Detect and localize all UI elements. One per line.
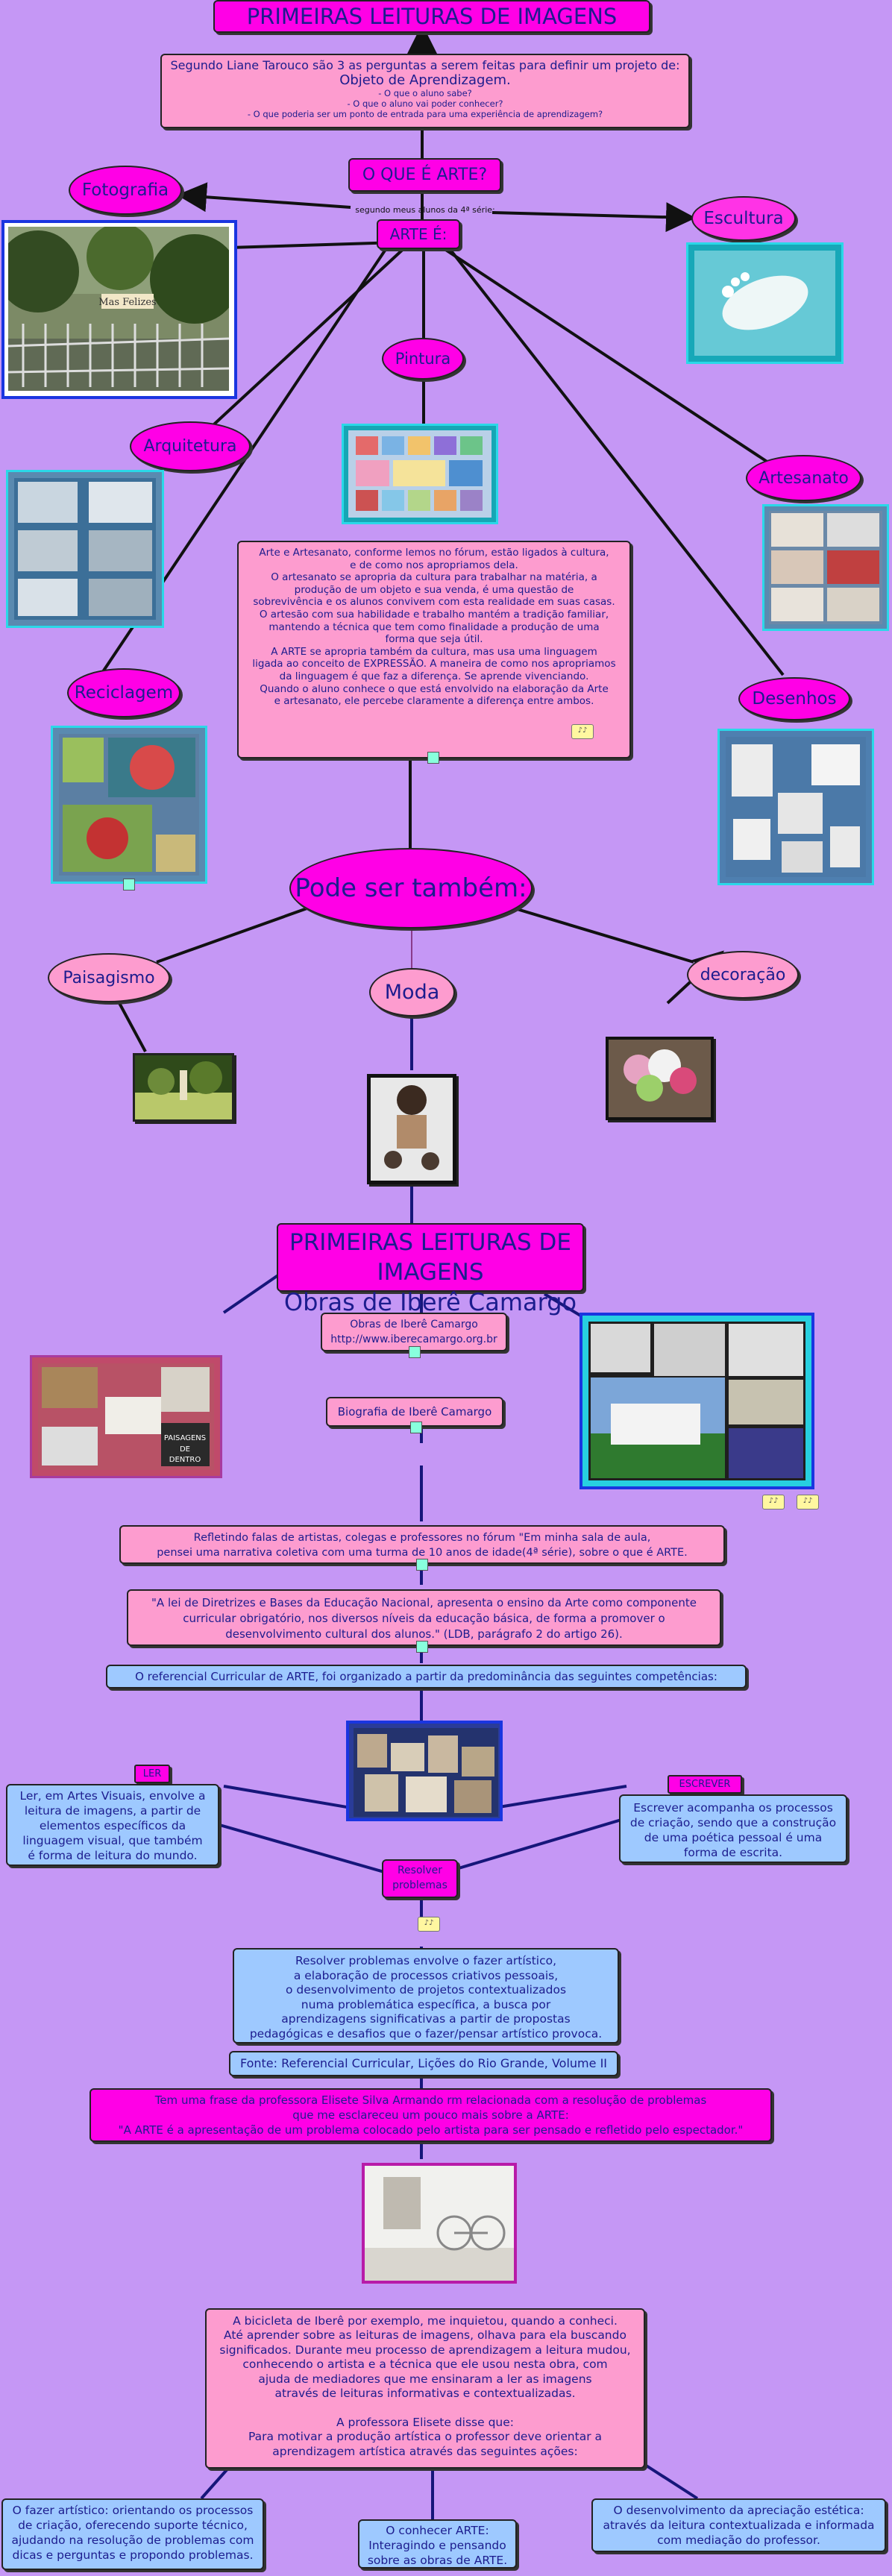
- fonte-box: Fonte: Referencial Curricular, Lições do…: [229, 2051, 618, 2076]
- quote-text: Tem uma frase da professora Elisete Silv…: [118, 2093, 744, 2137]
- ler-box: Ler, em Artes Visuais, envolve a leitura…: [6, 1784, 219, 1866]
- photo-reciclagem: [51, 726, 207, 884]
- photo-artesanato: [762, 504, 889, 631]
- quote-box: Tem uma frase da professora Elisete Silv…: [89, 2088, 772, 2142]
- artesanato-text: Arte e Artesanato, conforme lemos no fór…: [252, 547, 616, 708]
- photo-students-reading-art: [354, 1728, 498, 1817]
- ibere-title-line1: PRIMEIRAS LEITURAS DE IMAGENS: [289, 1229, 571, 1286]
- category-escultura: Escultura: [691, 196, 796, 241]
- photo-arquitetura-art: [14, 478, 156, 620]
- acao-apreciacao-text: O desenvolvimento da apreciação estética…: [603, 2504, 875, 2547]
- category-pintura: Pintura: [382, 338, 464, 380]
- photo-pintura-art: [348, 430, 491, 518]
- photo-decoracao-art: [609, 1040, 711, 1117]
- ibere-title: PRIMEIRAS LEITURAS DE IMAGENS Obras de I…: [277, 1223, 584, 1316]
- category-artesanato: Artesanato: [746, 455, 861, 501]
- ibere-title-line2: Obras de Iberê Camargo: [283, 1288, 577, 1316]
- photo-paisagismo: [133, 1053, 234, 1122]
- photo-bicicleta-art: [365, 2166, 514, 2281]
- what-is-art-node: O QUE É ARTE?: [348, 158, 501, 192]
- acao-fazer-text: O fazer artístico: orientando os process…: [11, 2504, 254, 2562]
- photo-fotografia: Mas Felizes: [1, 220, 237, 399]
- attachment-icon-4[interactable]: ♪♪: [418, 1917, 440, 1932]
- referencial-box: O referencial Curricular de ARTE, foi or…: [106, 1665, 747, 1688]
- link-icon-site[interactable]: [409, 1346, 421, 1358]
- ibere-site-box[interactable]: Obras de Iberê Camargo http://www.iberec…: [321, 1313, 507, 1351]
- svg-text:DE: DE: [180, 1445, 190, 1454]
- photo-fotografia-art: Mas Felizes: [4, 223, 234, 391]
- also-moda: Moda: [369, 968, 455, 1017]
- photo-bicicleta: [362, 2163, 517, 2284]
- attachment-icon-2[interactable]: ♪♪: [762, 1495, 785, 1510]
- photo-ibere-exhibition: PAISAGENS DE DENTRO: [30, 1355, 222, 1478]
- photo-arquitetura: [6, 470, 164, 628]
- resolver-box: Resolver problemas envolve o fazer artís…: [233, 1948, 619, 2043]
- ibere-site-title: Obras de Iberê Camargo: [350, 1319, 478, 1331]
- page-title: PRIMEIRAS LEITURAS DE IMAGENS: [213, 0, 650, 33]
- resolver-text: Resolver problemas envolve o fazer artís…: [249, 1954, 603, 2041]
- photo-escultura-art: [694, 251, 835, 356]
- photo-artesanato-art: [769, 511, 882, 624]
- photo-students-reading: [346, 1721, 503, 1821]
- attachment-icon-3[interactable]: ♪♪: [797, 1495, 819, 1510]
- resolver-tag: Resolver problemas: [382, 1859, 458, 1898]
- category-reciclagem: Reciclagem: [67, 668, 180, 717]
- ler-tag: LER: [134, 1765, 170, 1783]
- photo-caption: Mas Felizes: [98, 297, 156, 308]
- photo-reciclagem-art: [59, 734, 199, 876]
- photo-desenhos: [717, 729, 874, 885]
- link-icon-forum[interactable]: [416, 1559, 428, 1571]
- attachment-icon[interactable]: ♪♪: [571, 724, 594, 739]
- art-is-node: ARTE É:: [377, 219, 460, 249]
- bicicleta-box: A bicicleta de Iberê por exemplo, me inq…: [205, 2308, 645, 2469]
- escrever-text: Escrever acompanha os processos de criaç…: [629, 1801, 837, 1859]
- acao-conhecer-text: O conhecer ARTE: Interagindo e pensando …: [367, 2524, 508, 2567]
- intro-box: Segundo Liane Tarouco são 3 as perguntas…: [160, 54, 690, 128]
- intro-text: Segundo Liane Tarouco são 3 as perguntas…: [170, 58, 680, 72]
- photo-moda-art: [371, 1078, 453, 1181]
- ibere-site-url[interactable]: http://www.iberecamargo.org.br: [330, 1333, 497, 1345]
- acao-conhecer: O conhecer ARTE: Interagindo e pensando …: [358, 2519, 517, 2569]
- forum-reflection: Refletindo falas de artistas, colegas e …: [119, 1525, 725, 1564]
- also-decoracao: decoração: [687, 951, 799, 999]
- intro-questions: - O que o aluno sabe? - O que o aluno va…: [247, 88, 603, 119]
- link-icon-ldb[interactable]: [416, 1641, 428, 1653]
- photo-ibere-exhibition-art: PAISAGENS DE DENTRO: [38, 1363, 214, 1470]
- ldb-text: "A lei de Diretrizes e Bases da Educação…: [151, 1596, 697, 1641]
- photo-ibere-works-art: [588, 1322, 805, 1480]
- photo-ibere-works: [580, 1313, 814, 1489]
- category-fotografia: Fotografia: [69, 166, 182, 215]
- intro-emphasis: Objeto de Aprendizagem.: [339, 72, 511, 88]
- category-arquitetura: Arquitetura: [130, 421, 251, 471]
- escrever-tag: ESCREVER: [668, 1775, 742, 1794]
- ldb-box: "A lei de Diretrizes e Bases da Educação…: [127, 1589, 721, 1646]
- acao-fazer: O fazer artístico: orientando os process…: [1, 2498, 264, 2570]
- artesanato-text-box: Arte e Artesanato, conforme lemos no fór…: [237, 541, 631, 758]
- svg-text:PAISAGENS: PAISAGENS: [164, 1434, 206, 1442]
- photo-desenhos-art: [726, 737, 866, 877]
- ler-text: Ler, em Artes Visuais, envolve a leitura…: [19, 1789, 206, 1862]
- link-icon[interactable]: [427, 752, 439, 764]
- photo-paisagismo-art: [135, 1055, 232, 1119]
- resolver-tag-text: Resolver problemas: [392, 1865, 447, 1891]
- bicicleta-text: A bicicleta de Iberê por exemplo, me inq…: [219, 2314, 631, 2458]
- photo-pintura: [342, 424, 498, 524]
- escrever-box: Escrever acompanha os processos de criaç…: [619, 1794, 847, 1863]
- also-node: Pode ser também:: [289, 848, 533, 929]
- students-note: segundo meus alunos da 4ª série:: [355, 205, 495, 215]
- acao-apreciacao: O desenvolvimento da apreciação estética…: [591, 2498, 886, 2552]
- svg-text:DENTRO: DENTRO: [169, 1456, 201, 1464]
- photo-escultura: [686, 242, 844, 364]
- category-desenhos: Desenhos: [738, 677, 850, 720]
- also-paisagismo: Paisagismo: [48, 953, 170, 1002]
- photo-moda: [367, 1074, 456, 1184]
- forum-text: Refletindo falas de artistas, colegas e …: [157, 1532, 688, 1559]
- link-icon-bio[interactable]: [410, 1421, 422, 1433]
- link-icon-reciclagem[interactable]: [123, 879, 135, 890]
- photo-decoracao: [606, 1037, 714, 1120]
